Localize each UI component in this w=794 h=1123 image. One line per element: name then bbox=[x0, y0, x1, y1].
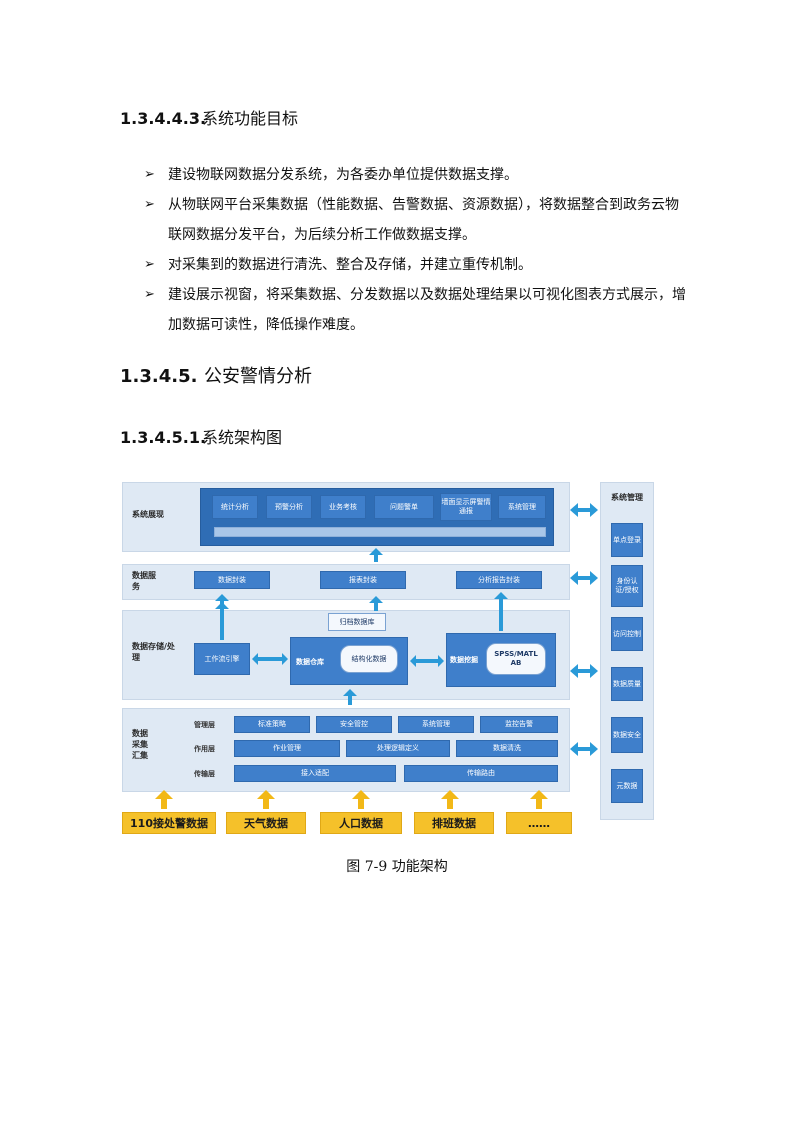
side-item: 身份认证/授权 bbox=[611, 565, 643, 607]
section-number: 1.3.4.5.1. bbox=[120, 428, 207, 447]
presentation-item: 墙面显示屏警情通报 bbox=[440, 493, 492, 521]
side-item: 访问控制 bbox=[611, 617, 643, 651]
storage-item-mining: 数据挖掘 bbox=[450, 656, 478, 664]
side-item: 元数据 bbox=[611, 769, 643, 803]
collection-mgmt-item: 系统管理 bbox=[398, 716, 474, 733]
row-label-management: 管理层 bbox=[194, 721, 215, 729]
diagram-arrows bbox=[155, 503, 598, 809]
system-management-column: 系统管理 单点登录 身份认证/授权 访问控制 数据质量 数据安全 元数据 bbox=[600, 482, 654, 820]
section-title: 系统架构图 bbox=[202, 428, 283, 447]
source-up-arrow-icon bbox=[155, 790, 173, 809]
layer-label-storage: 数据存储/处理 bbox=[132, 642, 175, 662]
double-arrow-icon bbox=[252, 653, 288, 665]
presentation-bar bbox=[214, 527, 546, 537]
up-arrow-icon bbox=[369, 596, 383, 611]
double-arrow-icon bbox=[570, 571, 598, 585]
row-label-function: 作用层 bbox=[194, 745, 215, 753]
data-source-item: …… bbox=[506, 812, 572, 834]
side-item: 单点登录 bbox=[611, 523, 643, 557]
up-arrow-icon bbox=[494, 592, 508, 631]
collection-func-item: 作业管理 bbox=[234, 740, 340, 757]
layer-label-service: 数据服务 bbox=[132, 571, 156, 591]
bullet-arrow-icon: ➢ bbox=[144, 197, 155, 212]
collection-trans-item: 接入适配 bbox=[234, 765, 396, 782]
side-item: 数据安全 bbox=[611, 717, 643, 753]
collection-mgmt-item: 标准策略 bbox=[234, 716, 310, 733]
list-item: ➢对采集到的数据进行清洗、整合及存储，并建立重传机制。 bbox=[120, 250, 690, 280]
bullet-arrow-icon: ➢ bbox=[144, 167, 155, 182]
collection-mgmt-item: 安全管控 bbox=[316, 716, 392, 733]
section-title: 公安警情分析 bbox=[204, 366, 312, 387]
storage-item-engine: 工作流引擎 bbox=[194, 643, 250, 675]
list-item: ➢从物联网平台采集数据（性能数据、告警数据、资源数据），将数据整合到政务云物联网… bbox=[120, 190, 690, 250]
service-item: 分析报告封装 bbox=[456, 571, 542, 589]
double-arrow-icon bbox=[570, 503, 598, 517]
presentation-item: 问题警单 bbox=[374, 495, 434, 519]
double-arrow-icon bbox=[410, 655, 444, 667]
section-heading-architecture: 1.3.4.5.1.系统架构图 bbox=[120, 424, 282, 448]
section-heading-police-analysis: 1.3.4.5. 公安警情分析 bbox=[120, 362, 312, 388]
layer-label-presentation: 系统展现 bbox=[132, 510, 164, 519]
source-up-arrow-icon bbox=[441, 790, 459, 809]
double-arrow-icon bbox=[570, 742, 598, 756]
presentation-item: 预警分析 bbox=[266, 495, 312, 519]
storage-item-warehouse: 数据仓库 bbox=[296, 658, 324, 666]
service-item: 数据封装 bbox=[194, 571, 270, 589]
up-arrow-icon bbox=[343, 689, 357, 705]
side-title: 系统管理 bbox=[611, 493, 643, 502]
source-up-arrow-icon bbox=[530, 790, 548, 809]
data-source-item: 110接处警数据 bbox=[122, 812, 216, 834]
goal-bullet-list: ➢建设物联网数据分发系统，为各委办单位提供数据支撑。 ➢从物联网平台采集数据（性… bbox=[120, 160, 690, 340]
section-number: 1.3.4.4.3. bbox=[120, 109, 207, 128]
bullet-arrow-icon: ➢ bbox=[144, 287, 155, 302]
data-source-item: 人口数据 bbox=[320, 812, 402, 834]
collection-trans-item: 传输路由 bbox=[404, 765, 558, 782]
collection-func-item: 处理逻辑定义 bbox=[346, 740, 450, 757]
collection-mgmt-item: 监控告警 bbox=[480, 716, 558, 733]
source-up-arrow-icon bbox=[352, 790, 370, 809]
figure-caption: 图 7-9 功能架构 bbox=[346, 859, 448, 875]
up-arrow-icon bbox=[215, 594, 229, 608]
section-heading-system-goals: 1.3.4.4.3.系统功能目标 bbox=[120, 105, 298, 129]
list-item: ➢建设展示视窗，将采集数据、分发数据以及数据处理结果以可视化图表方式展示，增加数… bbox=[120, 280, 690, 340]
architecture-diagram: 系统展现 统计分析 预警分析 业务考核 问题警单 墙面显示屏警情通报 系统管理 … bbox=[122, 479, 654, 834]
data-source-item: 天气数据 bbox=[226, 812, 306, 834]
storage-item-archive: 归档数据库 bbox=[328, 613, 386, 631]
source-up-arrow-icon bbox=[257, 790, 275, 809]
row-label-transport: 传输层 bbox=[194, 770, 215, 778]
section-number: 1.3.4.5. bbox=[120, 366, 198, 387]
presentation-item: 统计分析 bbox=[212, 495, 258, 519]
double-arrow-icon bbox=[570, 664, 598, 678]
up-arrow-icon bbox=[215, 602, 229, 640]
service-item: 报表封装 bbox=[320, 571, 406, 589]
data-source-item: 排班数据 bbox=[414, 812, 494, 834]
presentation-item: 系统管理 bbox=[498, 495, 546, 519]
storage-item-structured: 结构化数据 bbox=[340, 645, 398, 673]
up-arrow-icon bbox=[369, 548, 383, 562]
bullet-arrow-icon: ➢ bbox=[144, 257, 155, 272]
storage-item-spss: SPSS/MATLAB bbox=[486, 643, 546, 675]
list-item: ➢建设物联网数据分发系统，为各委办单位提供数据支撑。 bbox=[120, 160, 690, 190]
layer-label-collection: 数据采集汇集 bbox=[132, 729, 148, 760]
presentation-item: 业务考核 bbox=[320, 495, 366, 519]
section-title: 系统功能目标 bbox=[202, 109, 299, 128]
collection-func-item: 数据清洗 bbox=[456, 740, 558, 757]
side-item: 数据质量 bbox=[611, 667, 643, 701]
